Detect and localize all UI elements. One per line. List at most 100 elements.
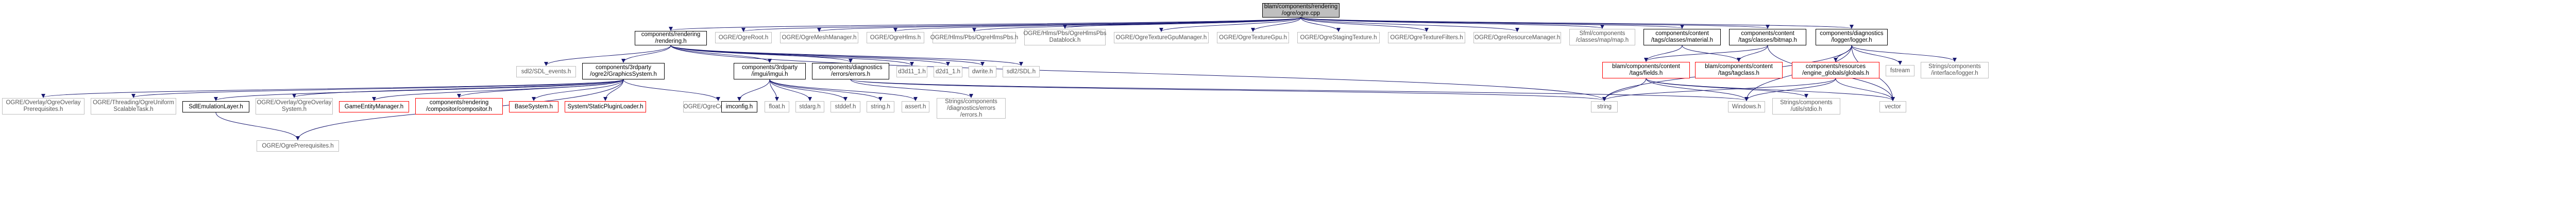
node-assert-h[interactable]: assert.h: [902, 101, 929, 112]
edge-graphics-system-to-base-system: [532, 79, 624, 101]
edge-bitmap-h-to-tag-fields: [1644, 45, 1768, 62]
node-ogre-prerequisites[interactable]: OGRE/OgrePrerequisites.h: [257, 140, 339, 152]
node-game-entity-manager[interactable]: GameEntityManager.h: [339, 101, 409, 112]
node-label-line: OGRE/Threading/OgreUniform: [93, 100, 174, 106]
edge-rendering-h-to-sdl-events: [544, 45, 671, 66]
edge-root-ogre-cpp-to-classes-map: [1300, 17, 1604, 29]
node-root-ogre-cpp[interactable]: blam/components/rendering/ogre/ogre.cpp: [1262, 3, 1340, 18]
node-ogre-hlms[interactable]: OGRE/OgreHlms.h: [867, 32, 924, 43]
node-interfaces-logger[interactable]: Strings/components/interface/logger.h: [1921, 62, 1989, 78]
node-classes-map[interactable]: Sfml/components/classes/map/map.h: [1569, 29, 1635, 45]
edge-root-ogre-cpp-to-hlms-pbs-datablock: [1063, 17, 1301, 29]
node-label-line: System.h: [282, 106, 307, 112]
edge-rendering-h-to-d3d11-1: [670, 45, 914, 66]
edge-errors-h-to-string: [850, 79, 1606, 101]
node-errors-ui[interactable]: Strings/components/diagnostics/errors/er…: [937, 98, 1006, 119]
node-label-line: Datablock.h: [1049, 37, 1081, 43]
edge-errors-h-to-windows-h: [850, 79, 1749, 101]
edge-rendering-h-to-d2d1-1: [670, 45, 950, 66]
node-label-line: float.h: [769, 103, 785, 110]
node-rendering-h[interactable]: components/rendering/rendering.h: [635, 31, 707, 45]
node-globals-h[interactable]: components/resources/engine_globals/glob…: [1792, 62, 1879, 78]
node-imgui-h[interactable]: components/3rdparty/imgui/imgui.h: [734, 63, 806, 79]
node-label-line: d3d11_1.h: [898, 68, 926, 75]
node-label-line: Windows.h: [1732, 103, 1761, 110]
node-float-h[interactable]: float.h: [765, 101, 789, 112]
node-imconfig[interactable]: imconfig.h: [721, 101, 757, 112]
node-label-line: System/StaticPluginLoader.h: [567, 103, 643, 110]
node-d3d11-1[interactable]: d3d11_1.h: [896, 66, 927, 77]
node-tagclass-h[interactable]: blam/components/content/tags/tagclass.h: [1695, 62, 1783, 78]
node-string[interactable]: string: [1591, 101, 1618, 112]
edge-graphics-system-to-overlay-system: [292, 79, 624, 98]
node-label-line: components/diagnostics: [1820, 30, 1884, 37]
node-texture-filters[interactable]: OGRE/OgreTextureFilters.h: [1388, 32, 1465, 43]
node-label-line: /compositor/compositor.h: [426, 106, 492, 112]
node-label-line: /tags/classes/material.h: [1651, 37, 1714, 43]
node-errors-h[interactable]: components/diagnostics/errors/errors.h: [812, 63, 889, 79]
node-label-line: OGRE/OgreTextureGpu.h: [1219, 34, 1287, 41]
node-string-h[interactable]: string.h: [867, 101, 894, 112]
node-label-line: /rendering.h: [655, 38, 687, 44]
node-base-system[interactable]: BaseSystem.h: [509, 101, 558, 112]
node-label-line: SdlEmulationLayer.h: [189, 103, 243, 110]
edge-tag-fields-to-vector: [1646, 78, 1895, 101]
node-label-line: ScalableTask.h: [113, 106, 154, 112]
node-sdl-emulation-layer[interactable]: SdlEmulationLayer.h: [182, 101, 249, 112]
node-sdl2-sdl[interactable]: sdl2/SDL.h: [1003, 66, 1040, 77]
node-label-line: components/rendering: [641, 31, 701, 38]
node-compositor[interactable]: components/rendering/compositor/composit…: [415, 98, 503, 115]
node-label-line: components/3rdparty: [741, 64, 798, 71]
node-label-line: /logger/logger.h: [1831, 37, 1872, 43]
node-dwrite[interactable]: dwrite.h: [969, 66, 996, 77]
node-label-line: blam/components/content: [1612, 63, 1680, 70]
node-logger-h[interactable]: components/diagnostics/logger/logger.h: [1816, 29, 1888, 45]
node-d2d1-1[interactable]: d2d1_1.h: [934, 66, 962, 77]
node-label-line: OGRE/OgreMeshManager.h: [782, 34, 857, 41]
node-ogre-mesh-manager[interactable]: OGRE/OgreMeshManager.h: [780, 32, 858, 43]
node-resource-manager[interactable]: OGRE/OgreResourceManager.h: [1473, 32, 1561, 43]
edge-root-ogre-cpp-to-staging-texture: [1300, 17, 1341, 32]
node-texture-gpu[interactable]: OGRE/OgreTextureGpu.h: [1217, 32, 1289, 43]
node-ogre-root[interactable]: OGRE/OgreRoot.h: [715, 32, 772, 43]
edge-imgui-h-to-imconfig: [737, 79, 770, 101]
edge-imgui-h-to-float-h: [769, 79, 779, 101]
node-label-line: Strings/components: [1780, 100, 1833, 106]
node-stddef-h[interactable]: stddef.h: [831, 101, 860, 112]
node-bitmap-h[interactable]: components/content/tags/classes/bitmap.h: [1729, 29, 1806, 45]
node-windows-h[interactable]: Windows.h: [1728, 101, 1765, 112]
node-sdl-events[interactable]: sdl2/SDL_events.h: [516, 66, 576, 77]
node-hlms-pbs[interactable]: OGRE/Hlms/Pbs/OgreHlmsPbs.h: [930, 32, 1018, 43]
node-fstream[interactable]: fstream: [1886, 65, 1914, 76]
node-staging-texture[interactable]: OGRE/OgreStagingTexture.h: [1297, 32, 1380, 43]
node-stdio-h[interactable]: Strings/components/utils/stdio.h: [1772, 98, 1840, 115]
edge-graphics-system-to-colour-value: [623, 79, 720, 101]
edge-root-ogre-cpp-to-logger-h: [1300, 17, 1854, 29]
node-label-line: stdarg.h: [799, 103, 821, 110]
edge-graphics-system-to-overlay-prerequisites: [41, 79, 624, 98]
edge-globals-h-to-windows-h: [1744, 78, 1836, 101]
node-label-line: /interface/logger.h: [1931, 70, 1978, 76]
node-static-plugin-loader[interactable]: System/StaticPluginLoader.h: [565, 101, 646, 112]
edge-rendering-h-to-imgui-h: [670, 45, 772, 63]
node-tag-fields[interactable]: blam/components/content/tags/fields.h: [1602, 62, 1690, 78]
node-label-line: Strings/components: [1928, 63, 1981, 70]
edge-imgui-h-to-string-h: [769, 79, 883, 101]
node-stdarg-h[interactable]: stdarg.h: [795, 101, 824, 112]
node-label-line: OGRE/OgreTextureFilters.h: [1390, 34, 1463, 41]
node-texture-gpu-manager[interactable]: OGRE/OgreTextureGpuManager.h: [1114, 32, 1209, 43]
node-label-line: Sfml/components: [1579, 30, 1625, 37]
node-label-line: components/content: [1741, 30, 1794, 37]
node-label-line: /ogre/ogre.cpp: [1281, 10, 1320, 17]
node-label-line: /tags/classes/bitmap.h: [1738, 37, 1797, 43]
node-vector[interactable]: vector: [1879, 101, 1906, 112]
node-label-line: OGRE/OgrePrerequisites.h: [262, 142, 334, 149]
node-graphics-system[interactable]: components/3rdparty/ogre2/GraphicsSystem…: [582, 63, 665, 79]
node-material-h[interactable]: components/content/tags/classes/material…: [1643, 29, 1721, 45]
edge-bitmap-h-to-tagclass-h: [1737, 45, 1768, 62]
